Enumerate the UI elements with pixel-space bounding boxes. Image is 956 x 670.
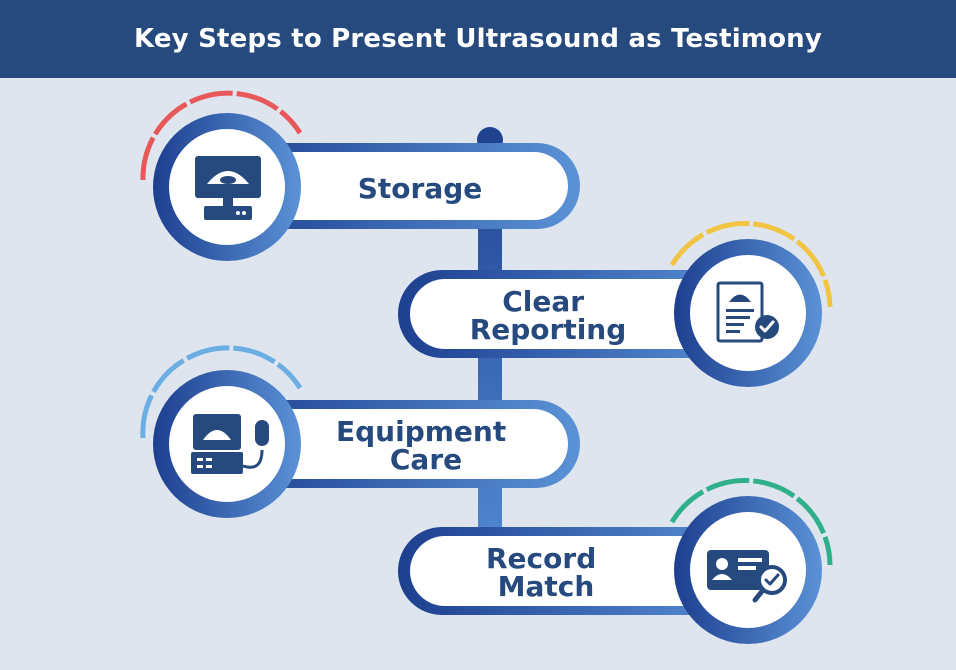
step-arc bbox=[669, 221, 833, 308]
step-label: Clear Reporting bbox=[470, 285, 627, 346]
step-label-line: Clear bbox=[502, 285, 584, 318]
step-label-line: Reporting bbox=[470, 313, 627, 346]
step-arc bbox=[140, 345, 303, 439]
step-label-line: Record bbox=[486, 542, 596, 575]
step-arc bbox=[140, 90, 303, 181]
header-bar: Key Steps to Present Ultrasound as Testi… bbox=[0, 0, 956, 78]
step-label-line: Care bbox=[390, 443, 462, 476]
step-equipment-care: Equipment Care bbox=[140, 345, 580, 518]
step-arc bbox=[669, 478, 833, 566]
step-record-match: Record Match bbox=[398, 478, 833, 644]
ultrasound-machine-icon bbox=[191, 414, 269, 474]
page-title: Key Steps to Present Ultrasound as Testi… bbox=[133, 24, 823, 54]
step-label: Equipment Care bbox=[336, 415, 516, 476]
step-label-line: Match bbox=[498, 570, 595, 603]
step-label-line: Storage bbox=[358, 172, 483, 205]
step-storage: Storage bbox=[140, 90, 580, 261]
id-card-search-icon bbox=[707, 550, 787, 603]
step-label: Storage bbox=[358, 172, 483, 205]
report-check-icon bbox=[716, 281, 779, 343]
step-clear-reporting: Clear Reporting bbox=[398, 221, 833, 387]
step-label-line: Equipment bbox=[336, 415, 506, 448]
step-label: Record Match bbox=[486, 542, 606, 603]
ultrasound-monitor-icon bbox=[195, 156, 261, 220]
